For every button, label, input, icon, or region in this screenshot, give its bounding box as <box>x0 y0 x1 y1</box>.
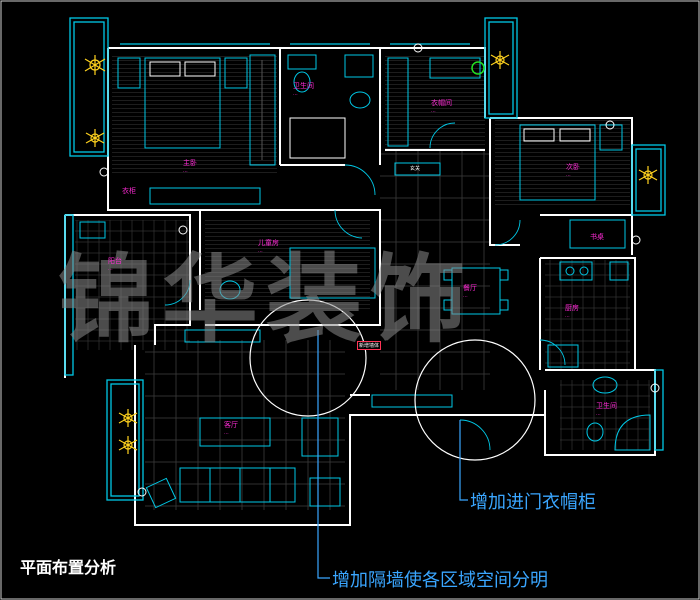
room-area: ... <box>596 411 601 417</box>
furniture <box>79 54 651 509</box>
window-frames <box>64 17 666 501</box>
coffee-table <box>199 417 271 447</box>
room-label: 客厅 <box>224 421 238 429</box>
room-area: ... <box>224 430 229 436</box>
room-label: 次卧 <box>566 163 580 171</box>
room-area: ... <box>565 313 570 319</box>
watermark: 锦华装饰 <box>58 243 474 356</box>
room-area: ... <box>431 108 436 114</box>
light-markers <box>99 43 660 497</box>
analysis-circle-entry <box>414 339 536 461</box>
callout-leaders <box>317 330 468 579</box>
room-area: ... <box>108 266 113 272</box>
desk-label: 书桌 <box>590 233 604 241</box>
door-swings <box>164 122 566 451</box>
dining-table <box>451 267 501 315</box>
room-label: 卫生间 <box>596 402 617 410</box>
sofa <box>179 467 296 503</box>
door-tag: 新增墙体 <box>357 341 382 350</box>
second-bed <box>519 124 596 201</box>
caption-title: 平面布置分析 <box>20 558 117 577</box>
room-label: 餐厅 <box>463 284 477 292</box>
room-area: ... <box>293 91 298 97</box>
room-area: ... <box>566 172 571 178</box>
room-label: 衣帽间 <box>431 99 452 107</box>
room-area: ... <box>463 293 468 299</box>
hall-label: 玄关 <box>410 166 421 172</box>
room-area: ... <box>183 168 188 174</box>
room-area: ... <box>258 248 263 254</box>
room-label: 厨房 <box>565 304 579 312</box>
green-plant-icon <box>471 61 485 75</box>
plants <box>84 51 658 454</box>
room-label: 主卧 <box>183 159 197 167</box>
callout-entry-wardrobe: 增加进门衣帽柜 <box>470 492 596 513</box>
wardrobe-label: 衣柜 <box>122 187 136 195</box>
room-label: 卫生间 <box>293 82 314 90</box>
callout-partition: 增加隔墙使各区域空间分明 <box>332 570 548 591</box>
master-bed <box>144 57 221 149</box>
analysis-circle-partition <box>249 299 367 417</box>
floor-fills <box>75 55 650 510</box>
room-label: 阳台 <box>108 257 122 265</box>
room-label: 儿童房 <box>258 239 279 247</box>
